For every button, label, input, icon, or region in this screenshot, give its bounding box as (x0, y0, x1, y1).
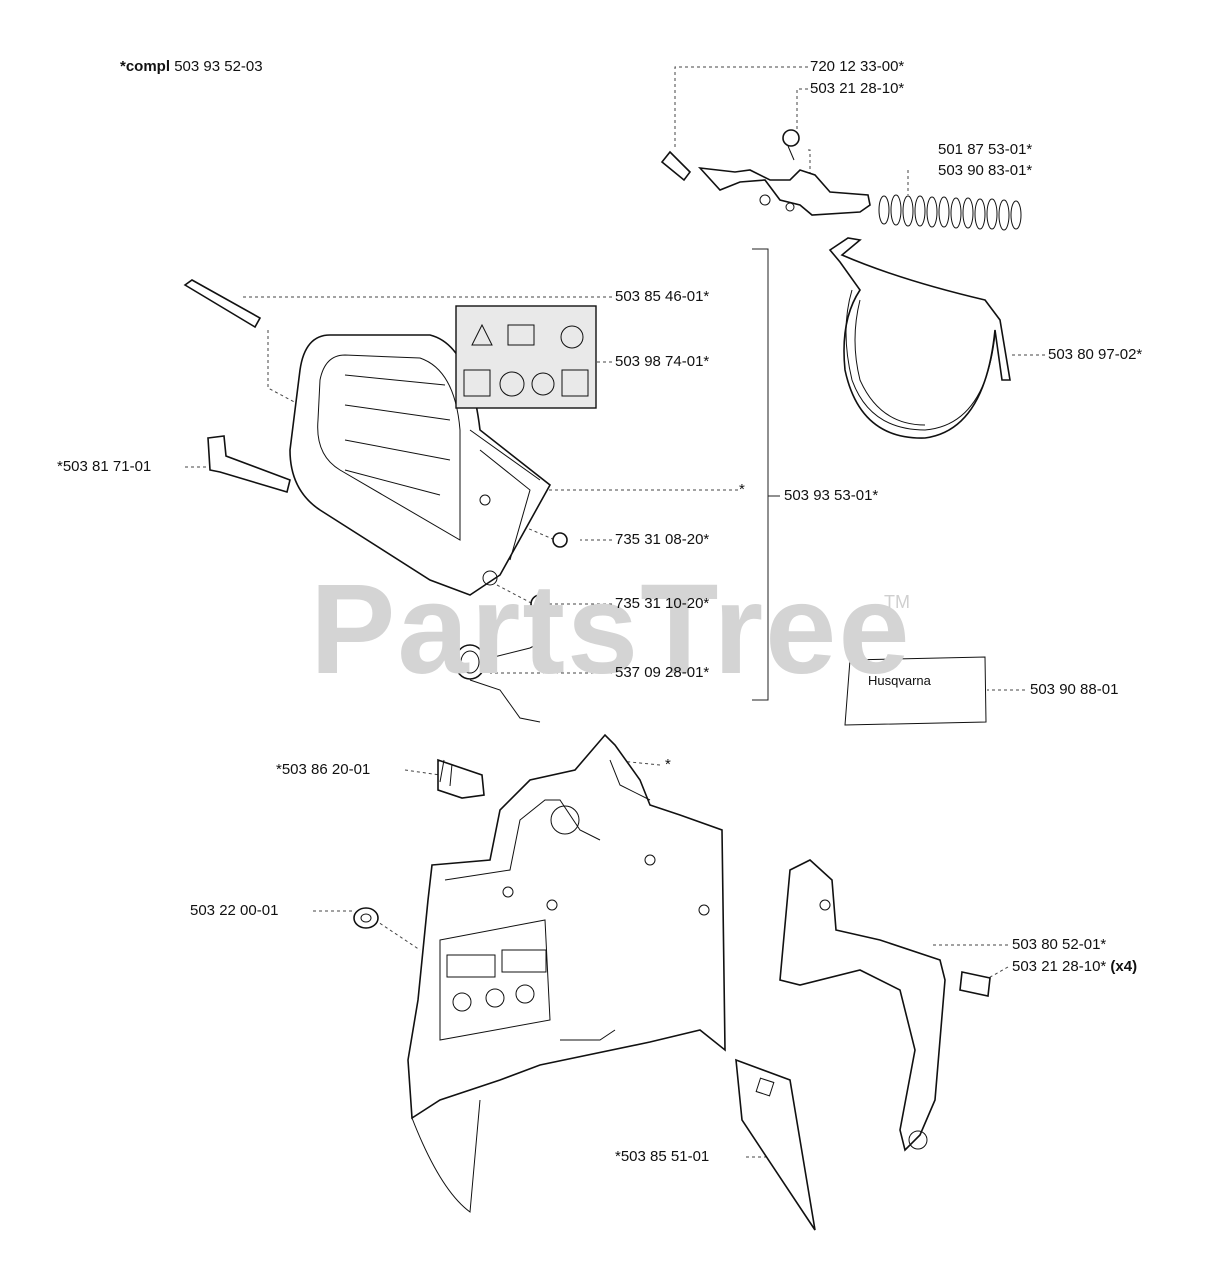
clutch-spring-part (454, 639, 546, 723)
callout-503-81-71-01[interactable]: *503 81 71-01 (57, 458, 152, 475)
callout-503-80-97-02[interactable]: 503 80 97-02* (1048, 346, 1143, 363)
watermark-tm: TM (884, 592, 910, 612)
cover-plate-part (779, 859, 991, 1152)
clutch-cover-part (183, 279, 568, 614)
compl-prefix: *compl (120, 58, 171, 75)
brake-lever-part (660, 129, 871, 216)
callout-503-80-52-01[interactable]: 503 80 52-01* (1012, 936, 1107, 953)
warning-decal-part (455, 305, 597, 409)
callout-503-21-28-10-top[interactable]: 503 21 28-10* (810, 80, 905, 97)
brake-band-part (828, 237, 1011, 439)
callout-503-90-83-01[interactable]: 503 90 83-01* (938, 162, 1033, 179)
spring-part (878, 194, 1022, 231)
watermark-text: PartsTree (310, 558, 912, 701)
callout-735-31-08-20[interactable]: 735 31 08-20* (615, 531, 710, 548)
callout-503-22-00-01[interactable]: 503 22 00-01 (190, 902, 279, 919)
callout-501-87-53-01[interactable]: 501 87 53-01* (938, 141, 1033, 158)
callout-503-85-51-01[interactable]: *503 85 51-01 (615, 1148, 710, 1165)
callout-asterisk-cover[interactable]: * (739, 481, 745, 498)
callout-735-31-10-20[interactable]: 735 31 10-20* (615, 595, 710, 612)
callout-503-86-20-01[interactable]: *503 86 20-01 (276, 761, 371, 778)
compl-number: 503 93 52-03 (174, 58, 263, 75)
callout-537-09-28-01[interactable]: 537 09 28-01* (615, 664, 710, 681)
nut-part (353, 907, 379, 929)
callout-asterisk-housing[interactable]: * (665, 756, 671, 773)
brand-decal-part (844, 656, 987, 726)
callout-503-21-28-10-bottom[interactable]: 503 21 28-10* (x4) (1012, 958, 1137, 976)
callout-503-21-28-10-number: 503 21 28-10* (1012, 958, 1107, 975)
callout-503-90-88-01[interactable]: 503 90 88-01 (1030, 681, 1119, 698)
housing-part (407, 733, 726, 1213)
guard-plate-part (735, 1058, 816, 1231)
callout-503-98-74-01[interactable]: 503 98 74-01* (615, 353, 710, 370)
brand-decal-text: Husqvarna (868, 673, 931, 688)
clip-part (437, 758, 485, 799)
compl-header: *compl 503 93 52-03 (120, 58, 263, 76)
callout-quantity: (x4) (1110, 958, 1138, 975)
callout-720-12-33-00[interactable]: 720 12 33-00* (810, 58, 905, 75)
callout-503-93-53-01[interactable]: 503 93 53-01* (784, 487, 879, 504)
callout-503-85-46-01[interactable]: 503 85 46-01* (615, 288, 710, 305)
